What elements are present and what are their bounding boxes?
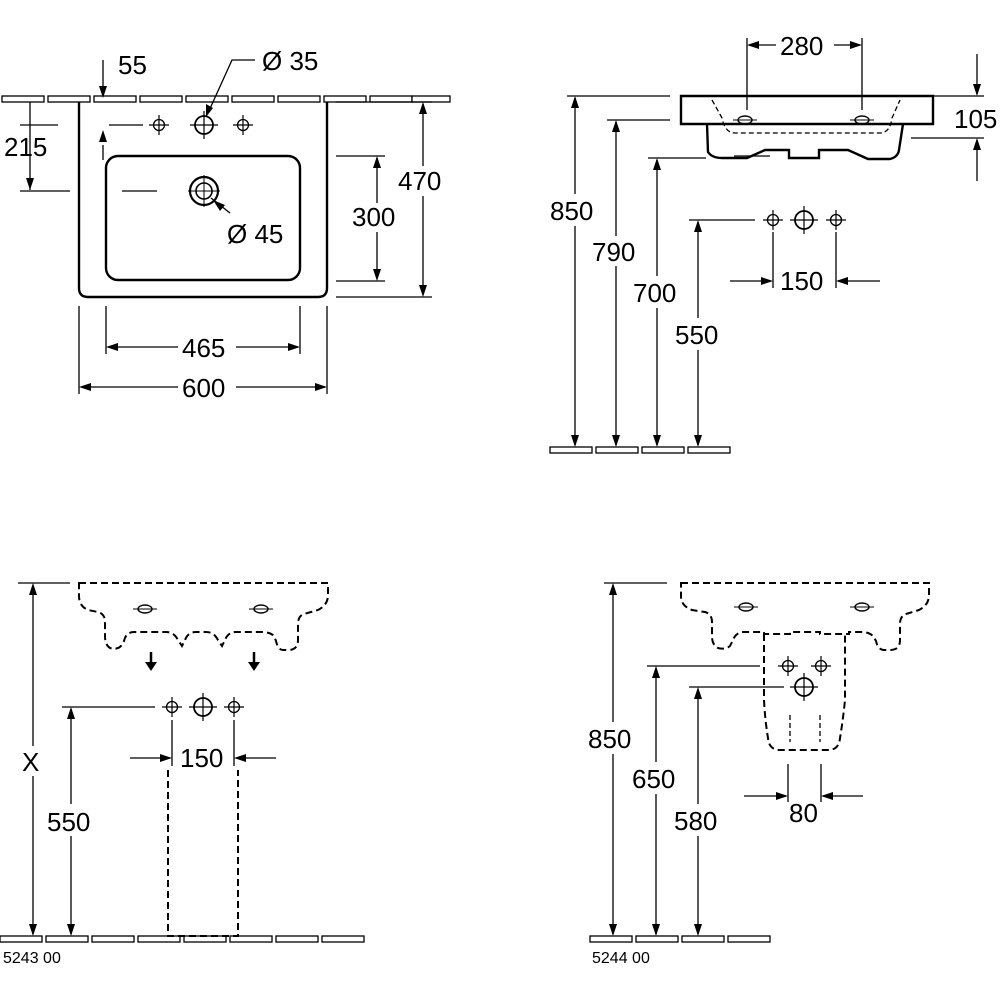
waste-connection-icon (789, 672, 819, 702)
dim-850-semi: 850 (588, 724, 631, 754)
overflow-hole-right-icon (248, 604, 274, 614)
floor-strip (0, 935, 181, 943)
dim-150-side: 150 (780, 266, 823, 296)
overflow-hole-right-icon (849, 602, 875, 612)
tap-hole-center-icon (189, 110, 219, 140)
basin-dashed-outline (78, 582, 329, 651)
waste-outlet-icon (188, 175, 220, 207)
dim-tap-diameter: Ø 35 (262, 46, 318, 76)
dim-55: 55 (118, 50, 147, 80)
basin-profile (679, 94, 935, 126)
dim-850-side: 850 (550, 196, 593, 226)
dim-470: 470 (398, 166, 441, 196)
dim-550-side: 550 (675, 320, 718, 350)
basin-dashed-outline (680, 582, 930, 651)
semi-pedestal-view: 850 650 580 80 5244 00 (588, 582, 930, 967)
side-view: 280 105 850 790 700 550 (549, 31, 997, 454)
wall-strip (1, 95, 451, 103)
supply-left-icon (777, 655, 799, 677)
pedestal-dashed-outline (167, 770, 239, 937)
semi-pedestal-dashed-outline (763, 634, 846, 751)
down-arrow-icon (248, 652, 260, 671)
dim-550-pedestal: 550 (47, 807, 90, 837)
overflow-hole-left-icon (132, 604, 158, 614)
pedestal-view: X 550 150 5243 00 (0, 582, 365, 967)
product-code-5244: 5244 00 (592, 950, 650, 967)
bowl-outline (104, 154, 302, 282)
supply-right-icon (223, 696, 245, 718)
basin-outline (77, 102, 329, 299)
dim-105: 105 (954, 104, 997, 134)
top-view: 55 Ø 35 215 Ø 45 470 300 (1, 46, 451, 403)
supply-left-icon (762, 209, 784, 231)
basin-underside (705, 123, 905, 161)
supply-right-icon (810, 655, 832, 677)
tap-hole-left-icon (148, 114, 170, 136)
tap-hole-right-icon (232, 114, 254, 136)
floor-strip (589, 935, 771, 943)
dim-x: X (22, 747, 39, 777)
floor-strip (549, 446, 731, 454)
dim-150-pedestal: 150 (180, 743, 223, 773)
dim-280: 280 (780, 31, 823, 61)
supply-center-icon (789, 205, 819, 235)
product-code-5243: 5243 00 (3, 950, 61, 967)
dim-790: 790 (592, 237, 635, 267)
supply-left-icon (161, 696, 183, 718)
overflow-hole-left-icon (733, 602, 759, 612)
dim-600: 600 (182, 373, 225, 403)
dim-waste-diameter: Ø 45 (227, 219, 283, 249)
dim-580: 580 (674, 806, 717, 836)
dim-650: 650 (632, 764, 675, 794)
dim-80: 80 (789, 798, 818, 828)
supply-center-icon (188, 692, 218, 722)
dim-215: 215 (4, 132, 47, 162)
supply-right-icon (825, 209, 847, 231)
dim-700: 700 (633, 278, 676, 308)
dim-465: 465 (182, 333, 225, 363)
dim-300: 300 (352, 202, 395, 232)
down-arrow-icon (145, 652, 157, 671)
